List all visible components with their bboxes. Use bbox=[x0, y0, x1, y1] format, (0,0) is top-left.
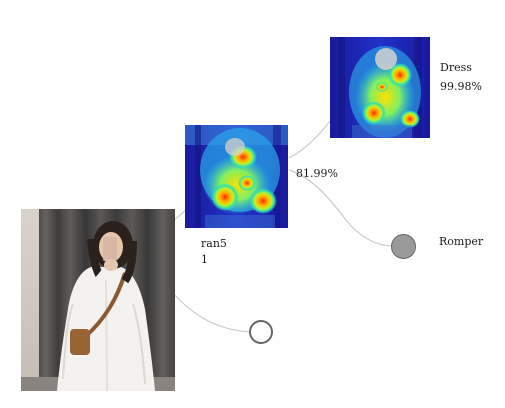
dress-heatmap bbox=[330, 37, 430, 138]
intermediate-heatmap bbox=[185, 125, 288, 228]
romper-label: Romper bbox=[439, 235, 484, 248]
romper-node bbox=[391, 234, 416, 259]
dress-probability: 99.98% bbox=[440, 80, 482, 93]
edge-intermediate-to-top bbox=[288, 119, 332, 159]
intermediate-probability: 81.99% bbox=[296, 167, 338, 180]
empty-node bbox=[249, 320, 273, 344]
root-sub: 1 bbox=[201, 253, 208, 266]
root-photo bbox=[21, 209, 175, 391]
edge-intermediate-to-romper bbox=[288, 169, 393, 247]
dress-label: Dress bbox=[440, 61, 472, 74]
root-name: ran5 bbox=[201, 237, 227, 250]
edge-root-to-empty bbox=[171, 291, 251, 333]
